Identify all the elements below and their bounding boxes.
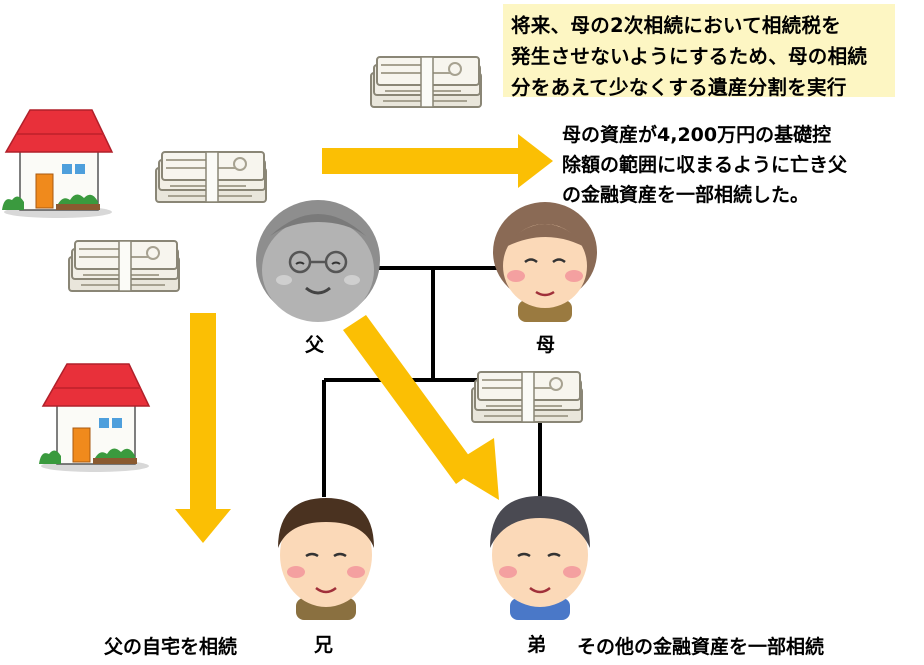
- elder-brother-inheritance-label: 父の自宅を相続: [104, 636, 238, 658]
- mother-avatar: [493, 202, 597, 322]
- arrow-to-younger-brother: [343, 315, 499, 500]
- younger-brother-label: 弟: [527, 634, 547, 656]
- note-line: 将来、母の2次相続において相続税を: [511, 14, 842, 37]
- money-bundle-icon: [155, 151, 267, 203]
- money-bundle-icon: [471, 371, 583, 423]
- strategy-note: 将来、母の2次相続において相続税を 発生させないようにするため、母の相続 分をあ…: [503, 4, 895, 99]
- description-line: 除額の範囲に収まるように亡き父: [562, 154, 848, 176]
- house-icon: [1, 109, 113, 219]
- mother-label: 母: [536, 334, 556, 356]
- description-line: の金融資産を一部相続した。: [562, 184, 810, 206]
- father-avatar: [256, 200, 380, 322]
- money-bundle-icon: [68, 240, 180, 292]
- younger-brother-avatar: [490, 496, 590, 620]
- house-icon: [38, 363, 150, 473]
- younger-brother-inheritance-label: その他の金融資産を一部相続: [577, 636, 825, 658]
- money-bundle-icon: [370, 56, 482, 108]
- father-label: 父: [305, 334, 325, 356]
- description-line: 母の資産が4,200万円の基礎控: [562, 124, 832, 146]
- elder-brother-label: 兄: [314, 634, 334, 656]
- elder-brother-avatar: [278, 498, 374, 620]
- arrow-to-mother: [322, 134, 553, 188]
- mother-inheritance-description: 母の資産が4,200万円の基礎控 除額の範囲に収まるように亡き父 の金融資産を一…: [562, 120, 902, 210]
- note-line: 発生させないようにするため、母の相続: [511, 45, 868, 68]
- note-line: 分をあえて少なくする遺産分割を実行: [511, 76, 847, 99]
- arrow-to-elder-brother: [175, 313, 231, 543]
